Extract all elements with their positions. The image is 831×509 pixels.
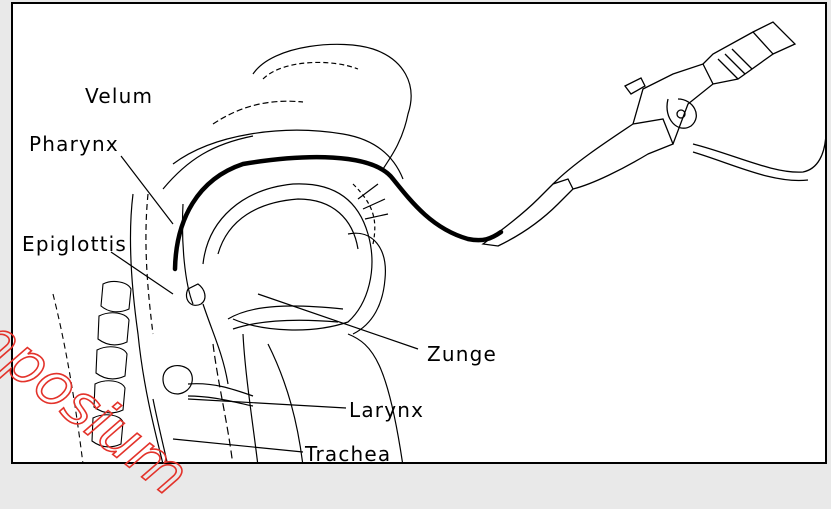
- skull-inner: [263, 62, 358, 79]
- pharynx-pointer: [121, 156, 173, 224]
- tongue-inner: [218, 199, 358, 254]
- palate-outline: [173, 130, 403, 179]
- endoscope-tube: [175, 157, 501, 269]
- epiglottis-shape-2: [203, 304, 228, 384]
- label-velum: Velum: [85, 86, 153, 106]
- nasal-line: [213, 101, 303, 124]
- velum-shape: [163, 136, 253, 189]
- label-pharynx: Pharynx: [29, 134, 119, 154]
- trachea-right: [243, 334, 258, 464]
- label-larynx: Larynx: [349, 400, 424, 420]
- zunge-pointer: [258, 294, 418, 349]
- spine: [53, 282, 131, 464]
- larynx-pointer: [188, 399, 346, 408]
- jaw-line: [348, 233, 385, 334]
- endoscope-icon: [483, 22, 826, 246]
- pharynx-wall-dash: [146, 194, 153, 334]
- label-epiglottis: Epiglottis: [22, 234, 127, 254]
- jaw-line-2: [353, 184, 375, 244]
- label-zunge: Zunge: [427, 344, 497, 364]
- trachea-pointer: [173, 439, 303, 452]
- larynx-ring-2: [188, 384, 253, 396]
- epiglottis-shape: [186, 284, 205, 305]
- larynx-ring: [163, 366, 192, 394]
- label-trachea: Trachea: [305, 444, 391, 464]
- anatomy-drawing: [13, 4, 827, 464]
- epiglottis-pointer: [111, 252, 173, 294]
- diagram-frame: Velum Pharynx Epiglottis Zunge Larynx Tr…: [11, 2, 827, 464]
- tongue-outline: [203, 184, 372, 330]
